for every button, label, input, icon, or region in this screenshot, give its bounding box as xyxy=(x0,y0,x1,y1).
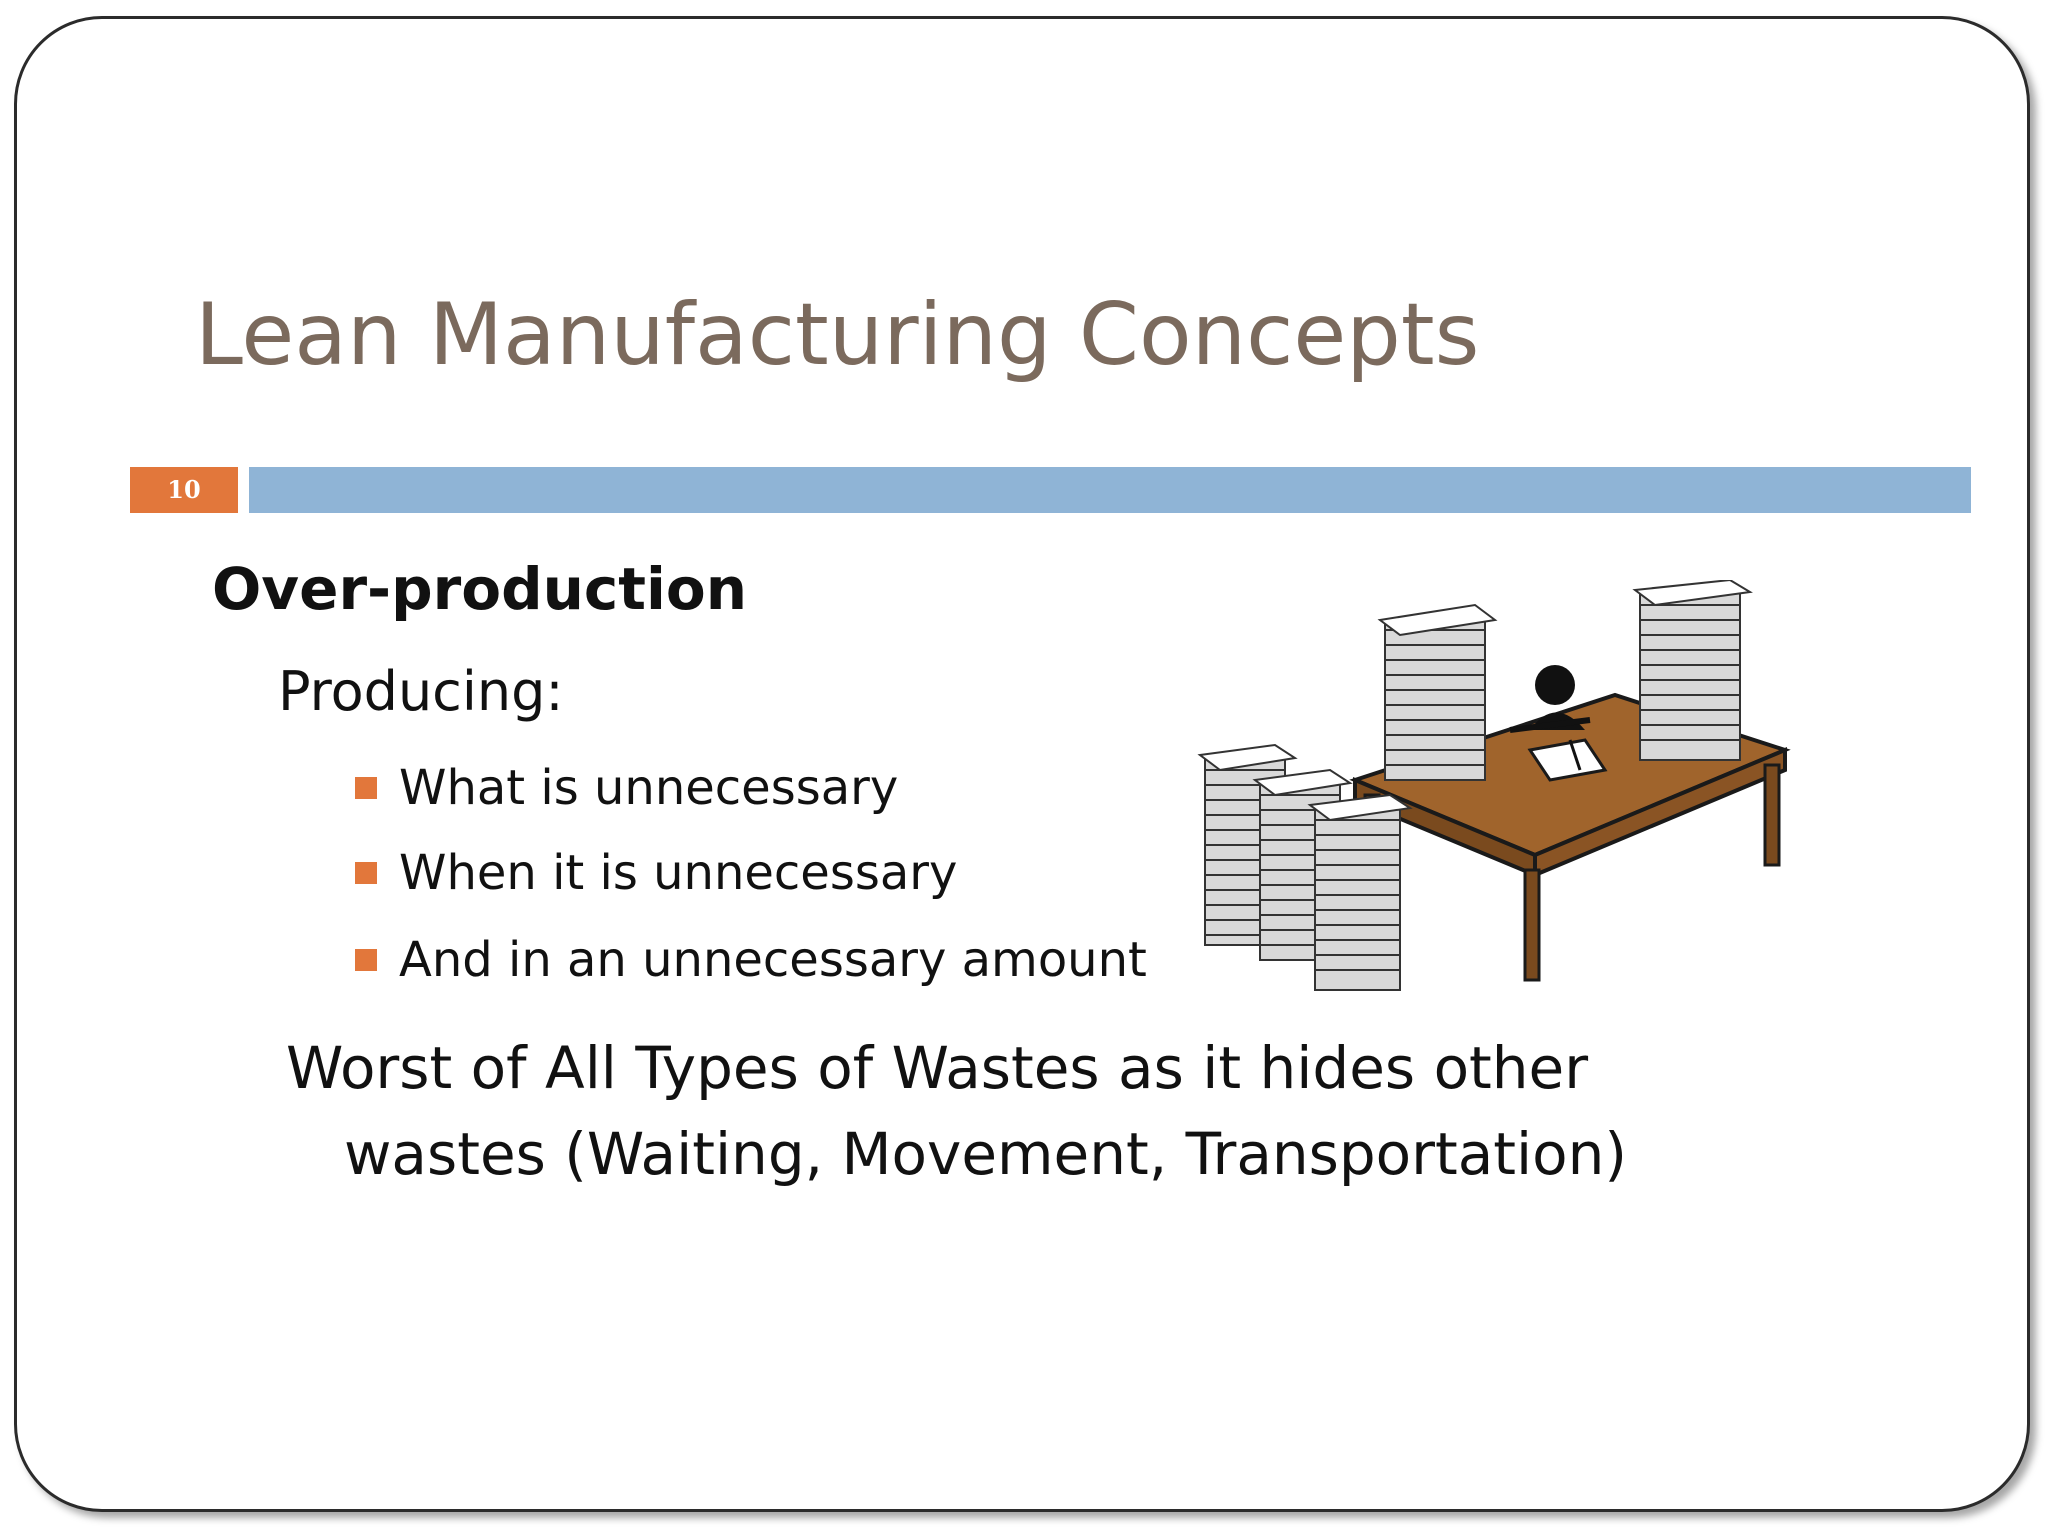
desk-with-paper-stacks-icon xyxy=(1197,580,1791,991)
conclusion-line-2: wastes (Waiting, Movement, Transportatio… xyxy=(344,1120,1628,1188)
square-bullet-icon xyxy=(355,862,377,884)
bullet-text: What is unnecessary xyxy=(399,760,899,816)
title-rule-bar xyxy=(249,467,1971,513)
conclusion-text: Worst of All Types of Wastes as it hides… xyxy=(286,1025,1627,1197)
bullet-item: What is unnecessary xyxy=(355,760,898,816)
bullet-item: And in an unnecessary amount xyxy=(355,932,1147,988)
bullet-text: And in an unnecessary amount xyxy=(399,932,1147,988)
square-bullet-icon xyxy=(355,949,377,971)
section-heading: Over-production xyxy=(212,555,748,623)
conclusion-line-1: Worst of All Types of Wastes as it hides… xyxy=(286,1034,1589,1102)
bullet-item: When it is unnecessary xyxy=(355,845,957,901)
subheading: Producing: xyxy=(278,660,564,723)
bullet-text: When it is unnecessary xyxy=(399,845,958,901)
slide-number-badge: 10 xyxy=(130,467,238,513)
slide-title: Lean Manufacturing Concepts xyxy=(195,285,1480,385)
square-bullet-icon xyxy=(355,777,377,799)
